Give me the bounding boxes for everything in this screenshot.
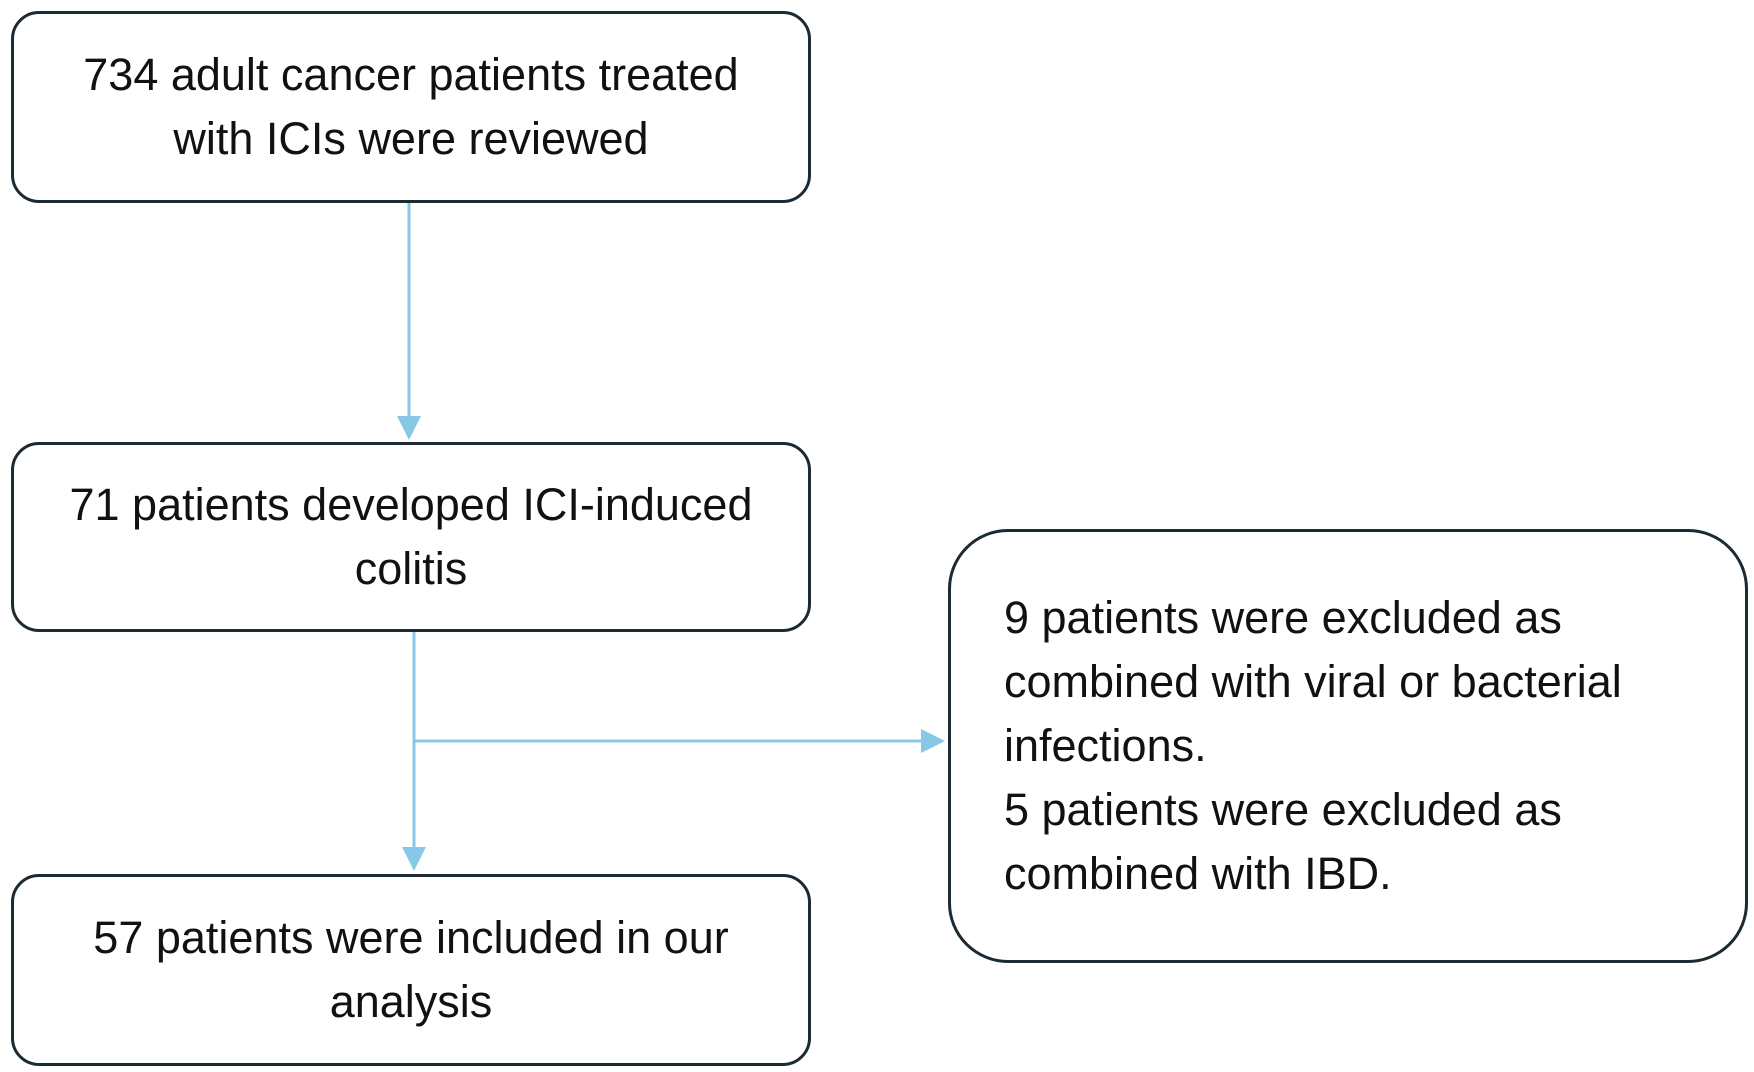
arrowhead-colitis-to-included bbox=[402, 847, 426, 871]
box-text-line: 9 patients were excluded as bbox=[1004, 592, 1562, 643]
box-text-line: colitis bbox=[354, 543, 468, 594]
box-ici-colitis: 71 patients developed ICI-induced coliti… bbox=[11, 442, 811, 632]
box-patients-included: 57 patients were included in our analysi… bbox=[11, 874, 811, 1066]
box-text-line: combined with viral or bacterial bbox=[1004, 656, 1622, 707]
box-text-line: 734 adult cancer patients treated bbox=[83, 49, 739, 100]
box-text-line: with ICIs were reviewed bbox=[173, 113, 649, 164]
arrowhead-branch-to-excluded bbox=[921, 729, 945, 753]
box-text-line: 71 patients developed ICI-induced bbox=[69, 479, 753, 530]
box-text-line: infections. bbox=[1004, 720, 1207, 771]
box-text-line: 57 patients were included in our bbox=[93, 912, 729, 963]
arrowhead-reviewed-to-colitis bbox=[397, 416, 421, 440]
box-patients-excluded: 9 patients were excluded as combined wit… bbox=[948, 529, 1748, 963]
box-text-line: combined with IBD. bbox=[1004, 848, 1392, 899]
box-text-line: analysis bbox=[329, 976, 493, 1027]
box-text-line: 5 patients were excluded as bbox=[1004, 784, 1562, 835]
box-patients-reviewed: 734 adult cancer patients treated with I… bbox=[11, 11, 811, 203]
